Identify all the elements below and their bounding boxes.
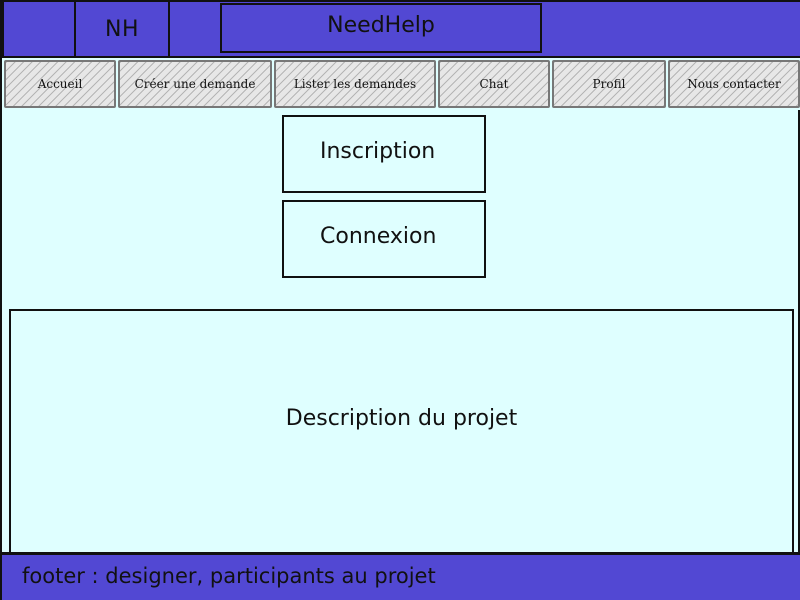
- footer: footer : designer, participants au proje…: [2, 552, 800, 600]
- signup-button[interactable]: Inscription: [282, 115, 486, 193]
- tab-create-request[interactable]: Créer une demande: [118, 60, 272, 108]
- project-description-text: Description du projet: [285, 406, 518, 431]
- app-title: NeedHelp: [220, 3, 542, 53]
- tab-profile-label: Profil: [592, 77, 626, 91]
- tab-create-request-label: Créer une demande: [134, 77, 256, 91]
- tab-list-requests-label: Lister les demandes: [293, 77, 417, 91]
- tab-profile[interactable]: Profil: [552, 60, 666, 108]
- signup-button-label: Inscription: [320, 138, 436, 164]
- footer-text: footer : designer, participants au proje…: [22, 563, 436, 588]
- nav-bar: Accueil Créer une demande Lister les dem…: [2, 58, 800, 110]
- tab-list-requests[interactable]: Lister les demandes: [274, 60, 436, 108]
- header: NH NeedHelp: [2, 0, 800, 58]
- tab-contact[interactable]: Nous contacter: [668, 60, 800, 108]
- tab-home-label: Accueil: [37, 77, 83, 91]
- tab-contact-label: Nous contacter: [687, 77, 781, 91]
- logo[interactable]: NH: [74, 0, 170, 58]
- tab-chat[interactable]: Chat: [438, 60, 550, 108]
- tab-home[interactable]: Accueil: [4, 60, 116, 108]
- project-description-panel: Description du projet: [9, 309, 794, 554]
- login-button-label: Connexion: [320, 223, 437, 249]
- tab-chat-label: Chat: [479, 77, 509, 91]
- login-button[interactable]: Connexion: [282, 200, 486, 278]
